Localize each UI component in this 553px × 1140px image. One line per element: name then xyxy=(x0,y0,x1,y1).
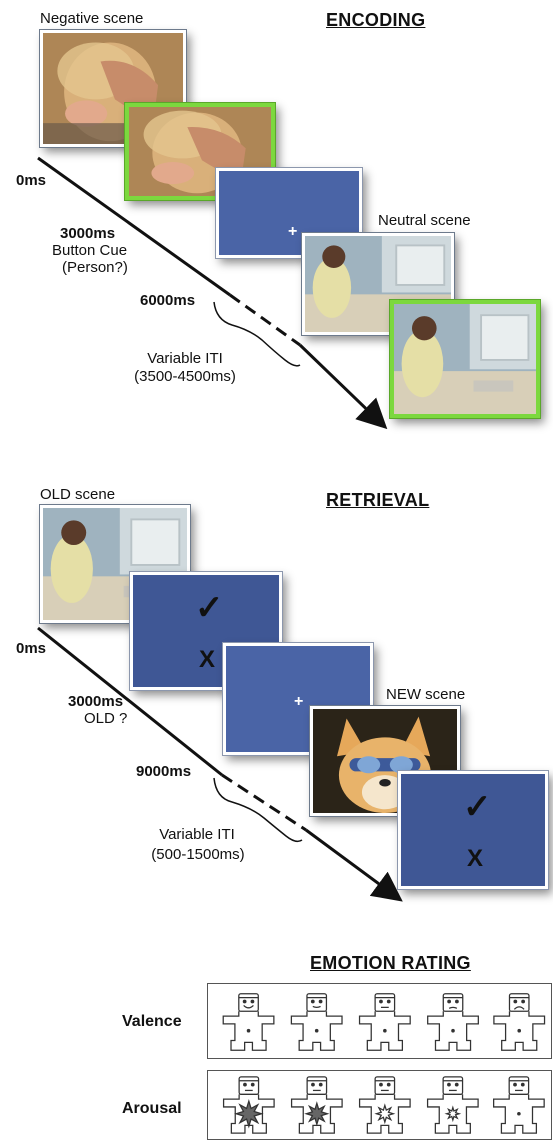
retrieval-time-0: 0ms xyxy=(16,640,47,657)
fixation-cross: + xyxy=(294,693,304,710)
old-scene-label: OLD scene xyxy=(40,486,116,503)
retrieval-timeline-dashed xyxy=(221,773,307,832)
retrieval-iti-range: (500-1500ms) xyxy=(151,846,245,863)
valence-manikin-5 xyxy=(493,993,546,1051)
valence-label: Valence xyxy=(122,1013,182,1030)
arousal-manikin-3 xyxy=(358,1076,411,1134)
encoding-timeline-dashed xyxy=(229,293,301,347)
arousal-manikin-1 xyxy=(222,1076,275,1134)
encoding-heading: ENCODING xyxy=(326,10,426,30)
retrieval-time-3000: 3000ms xyxy=(68,693,124,710)
retrieval-iti-label: Variable ITI xyxy=(159,826,235,843)
fixation-cross: + xyxy=(288,223,298,240)
neutral-scene-label: Neutral scene xyxy=(378,212,471,229)
encoding-timeline-arrow xyxy=(298,343,388,430)
valence-manikin-1 xyxy=(222,993,275,1051)
encoding-fixation-screen: + xyxy=(215,167,363,259)
check-mark-icon: ✓ xyxy=(195,589,224,627)
crying-person-picture xyxy=(43,33,183,144)
valence-scale xyxy=(207,983,552,1059)
valence-manikins xyxy=(222,993,546,1051)
office-worker-picture xyxy=(394,304,536,414)
valence-manikin-3 xyxy=(358,993,411,1051)
button-cue-label: Button Cue xyxy=(52,242,128,259)
new-scene-image xyxy=(309,705,461,817)
arousal-manikin-4 xyxy=(426,1076,479,1134)
arousal-manikin-5 xyxy=(493,1076,545,1134)
encoding-time-3000: 3000ms xyxy=(60,225,116,242)
retrieval-timeline-arrow xyxy=(305,828,403,902)
emotion-rating-heading: EMOTION RATING xyxy=(310,953,471,973)
check-mark-icon: ✓ xyxy=(463,788,492,826)
new-scene-label: NEW scene xyxy=(386,686,466,703)
arousal-manikin-2 xyxy=(290,1076,343,1134)
arousal-scale xyxy=(207,1070,552,1140)
valence-manikin-2 xyxy=(290,993,343,1051)
retrieval-response-screen-2: ✓ X xyxy=(397,770,549,890)
x-mark-icon: X xyxy=(467,845,484,872)
encoding-time-6000: 6000ms xyxy=(140,292,196,309)
encoding-iti-range: (3500-4500ms) xyxy=(134,368,236,385)
encoding-time-0: 0ms xyxy=(16,172,47,189)
neutral-scene-cue-image xyxy=(389,299,541,419)
x-mark-icon: X xyxy=(199,646,216,673)
encoding-iti-label: Variable ITI xyxy=(147,350,223,367)
valence-manikin-4 xyxy=(427,993,479,1051)
person-question-label: (Person?) xyxy=(62,259,128,276)
old-question-label: OLD ? xyxy=(84,710,128,727)
negative-scene-label: Negative scene xyxy=(40,10,144,27)
retrieval-heading: RETRIEVAL xyxy=(326,490,430,510)
arousal-manikins xyxy=(222,1076,545,1134)
arousal-label: Arousal xyxy=(122,1100,182,1117)
retrieval-time-9000: 9000ms xyxy=(136,763,192,780)
negative-scene-image xyxy=(39,29,187,148)
dog-with-goggles-picture xyxy=(313,709,457,813)
